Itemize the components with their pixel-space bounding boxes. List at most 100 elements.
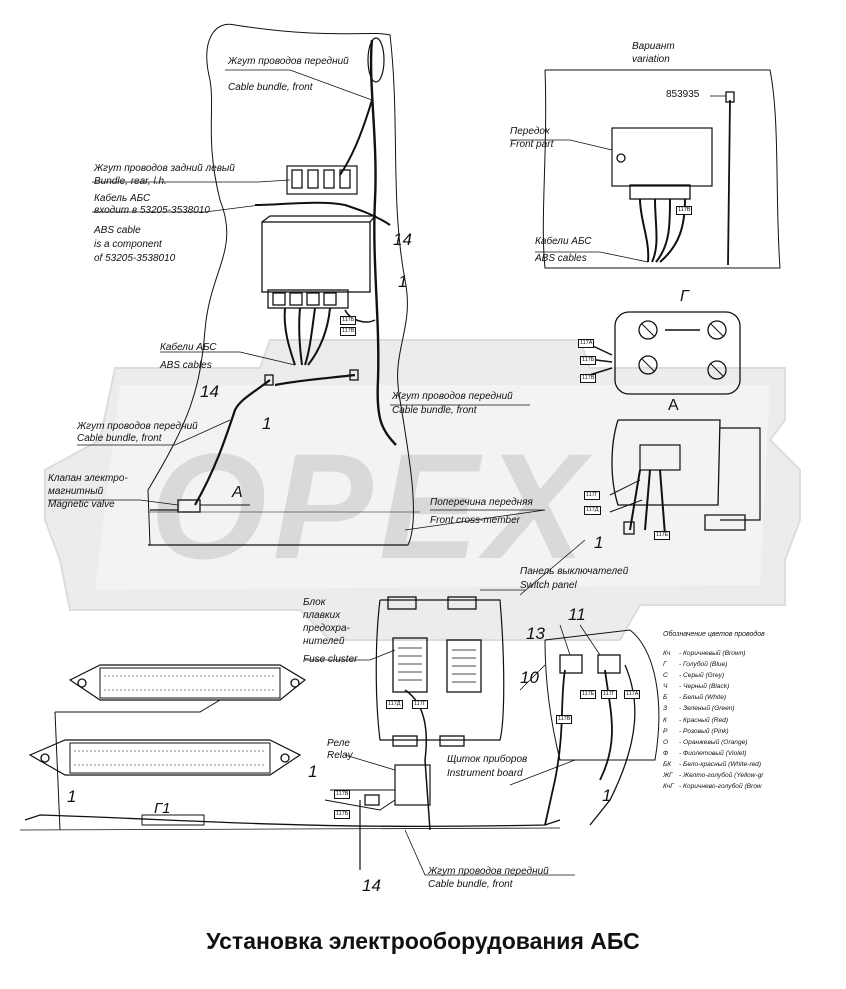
label-front-part-en: Front part	[510, 139, 554, 150]
label-abs-cable-en-1: ABS cable	[94, 225, 141, 236]
callout-14-left: 14	[200, 382, 219, 401]
legend-text: - Черный (Black)	[679, 683, 730, 691]
legend-text: - Бело-красный (White-red)	[679, 760, 762, 768]
legend-row: О- Оранжевый (Orange)	[663, 737, 764, 748]
legend-text: - Розовый (Pink)	[679, 727, 729, 735]
legend-text: - Красный (Red)	[679, 716, 729, 724]
label-bundle-front-left-en: Cable bundle, front	[77, 433, 162, 444]
legend-code: Кч	[663, 650, 671, 657]
tag-117a-instr: 117А	[624, 690, 641, 699]
label-view-g1: Г1	[154, 800, 171, 817]
callout-1-bottom-mid: 1	[308, 762, 318, 781]
label-part-853935: 853935	[666, 89, 700, 100]
callout-11: 11	[568, 605, 586, 624]
tag-117g-instr: 117Г	[601, 690, 617, 699]
tag-117a-g: 117А	[578, 339, 595, 348]
legend-text: - Желто-голубой (Yellow-gr	[679, 772, 764, 780]
label-switch-panel-ru: Панель выключателей	[520, 566, 629, 577]
label-bundle-front-bottom-en: Cable bundle, front	[428, 879, 513, 890]
legend-row: КчГ - Коричнево-голубой (Brow	[663, 781, 764, 792]
legend-code: Б	[663, 694, 668, 702]
label-front-part-ru: Передок	[510, 126, 550, 137]
label-bundle-front-mid-en: Cable bundle, front	[392, 405, 477, 416]
legend-code: Г	[663, 661, 667, 669]
callout-1-bottom-left: 1	[67, 787, 77, 806]
label-abs-cable-en-2: is a component	[94, 239, 162, 250]
legend-code: КчГ	[663, 783, 674, 791]
label-relay-ru: Реле	[327, 738, 350, 749]
label-bundle-rear-lh-en: Bundle, rear, l.h.	[94, 176, 167, 187]
legend-text: - Серый (Grey)	[679, 672, 725, 680]
legend-row: БК - Бело-красный (White-red)	[663, 759, 764, 770]
legend-row: Г - Голубой (Blue)	[663, 659, 764, 670]
label-valve-ru-2: магнитный	[48, 486, 104, 497]
tag-117v-relay: 117В	[334, 790, 351, 799]
label-instrument-ru: Щиток приборов	[447, 754, 528, 765]
label-abs-cable-ru-2: входит в 53205-3538010	[94, 205, 210, 216]
tag-117g-a: 117Г	[584, 491, 600, 500]
label-fuse-en: Fuse cluster	[303, 654, 358, 665]
label-fuse-ru-1: Блок	[303, 597, 326, 608]
tag-117e-a: 117Е	[654, 531, 671, 540]
label-fuse-ru-4: нителей	[303, 636, 345, 647]
legend-row: Б - Белый (White)	[663, 692, 764, 703]
legend-text: - Голубой (Blue)	[679, 661, 728, 669]
label-bundle-front-left-ru: Жгут проводов передний	[77, 421, 198, 432]
tag-117v: 117В	[340, 327, 357, 336]
label-relay-en: Relay	[327, 750, 353, 761]
label-abs-cables-left-ru: Кабели АБС	[160, 342, 217, 353]
label-instrument-en: Instrument board	[447, 768, 523, 779]
label-variant-en: variation	[632, 54, 670, 65]
legend-text: - Фиолетовый (Violet)	[679, 749, 747, 757]
legend-row: ЖГ- Желто-голубой (Yellow-gr	[663, 770, 764, 781]
label-bundle-front-top-en: Cable bundle, front	[228, 82, 313, 93]
tag-117e-instr: 117Е	[580, 690, 597, 699]
label-bundle-rear-lh-ru: Жгут проводов задний левый	[94, 163, 235, 174]
legend-text: - Оранжевый (Orange)	[679, 738, 748, 746]
legend-text: - Белый (White)	[679, 694, 727, 702]
label-bundle-front-bottom-ru: Жгут проводов передний	[428, 866, 549, 877]
label-view-a-right: А	[668, 397, 679, 414]
label-abs-cables-right-ru: Кабели АБС	[535, 236, 592, 247]
callout-1-left: 1	[262, 414, 272, 433]
tag-117b-g: 117Б	[580, 356, 597, 365]
tag-117v-instr: 117В	[556, 715, 573, 724]
legend-text: - Коричнево-голубой (Brow	[679, 783, 762, 791]
legend-row: Кч - Коричневый (Brown)	[663, 648, 764, 659]
callout-13: 13	[526, 624, 545, 643]
callout-10: 10	[520, 668, 539, 687]
tag-117d-switch: 117Д	[386, 700, 403, 709]
legend-row: С- Серый (Grey)	[663, 670, 764, 681]
legend-row: З- Зеленый (Green)	[663, 703, 764, 714]
callout-14-top: 14	[393, 230, 412, 249]
label-abs-cable-ru-1: Кабель АБС	[94, 193, 151, 204]
tag-117g-switch: 117Г	[412, 700, 428, 709]
callout-1-right: 1	[594, 533, 604, 552]
tag-117v-variant: 117В	[676, 206, 693, 215]
legend-code: Ч	[663, 683, 668, 691]
label-switch-panel-en: Switch panel	[520, 580, 577, 591]
callout-1-bottom-right: 1	[602, 786, 612, 805]
legend-row: К- Красный (Red)	[663, 715, 764, 726]
label-abs-cable-en-3: of 53205-3538010	[94, 253, 176, 264]
legend-row: Р - Розовый (Pink)	[663, 726, 764, 737]
label-view-a-left: А	[232, 484, 243, 501]
label-fuse-ru-3: предохра-	[303, 623, 350, 634]
legend-code: Р	[663, 727, 668, 735]
legend-code: БК	[663, 760, 672, 768]
tag-117d-a: 117Д	[584, 506, 601, 515]
tag-117b-relay: 117Б	[334, 810, 351, 819]
legend-title: Обозначение цветов проводов	[663, 631, 765, 638]
label-abs-cables-left-en: ABS cables	[160, 360, 212, 371]
legend-text: - Коричневый (Brown)	[679, 650, 746, 657]
label-crossmember-ru: Поперечина передняя	[430, 497, 533, 508]
label-bundle-front-top-ru: Жгут проводов передний	[228, 56, 349, 67]
drawing-caption: Установка электрооборудования АБС	[206, 928, 640, 954]
label-abs-cables-right-en: ABS cables	[535, 253, 587, 264]
label-view-g: Г	[680, 288, 689, 305]
legend-row: Ф- Фиолетовый (Violet)	[663, 748, 764, 759]
label-crossmember-en: Front cross-member	[430, 515, 521, 526]
tag-117b: 117Б	[340, 316, 357, 325]
